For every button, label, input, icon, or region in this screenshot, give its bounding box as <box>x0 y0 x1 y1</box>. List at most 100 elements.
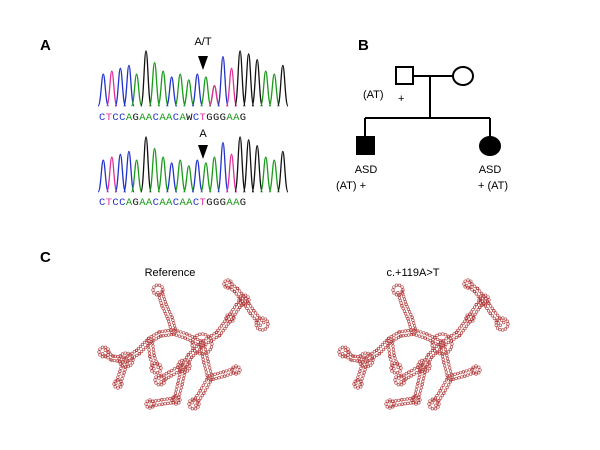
nucleotide <box>135 353 139 358</box>
nucleotide <box>198 339 202 343</box>
nucleotide <box>411 318 415 322</box>
loop-nucleotide <box>187 361 191 365</box>
father-genotype: (AT) <box>363 89 384 101</box>
nucleotide <box>132 350 136 354</box>
loop-nucleotide <box>261 328 265 332</box>
nucleotide <box>136 346 141 351</box>
nucleotide <box>179 330 183 334</box>
loop-nucleotide <box>340 345 345 349</box>
loop-nucleotide <box>416 362 420 367</box>
nucleotide <box>366 359 370 363</box>
loop-nucleotide <box>126 365 130 369</box>
nucleotide <box>160 402 164 406</box>
loop-nucleotide <box>414 402 418 406</box>
sequence-base: G <box>206 197 213 209</box>
sequence-base: G <box>220 112 227 124</box>
trace-peak <box>191 159 204 193</box>
loop-nucleotide <box>238 301 242 305</box>
loop-nucleotide <box>437 402 441 406</box>
loop-nucleotide <box>505 325 509 329</box>
loop-nucleotide <box>177 368 182 372</box>
loop-nucleotide <box>469 285 473 289</box>
loop-nucleotide <box>185 369 190 373</box>
trace-peak <box>157 70 169 107</box>
nucleotide <box>421 379 425 384</box>
nucleotide <box>442 360 446 365</box>
nucleotide <box>194 344 199 349</box>
nucleotide <box>383 345 388 350</box>
nucleotide <box>203 380 207 385</box>
loop-nucleotide <box>394 381 398 385</box>
nucleotide <box>186 337 190 341</box>
nucleotide <box>185 332 189 336</box>
trace-peak <box>191 73 204 107</box>
loop-nucleotide <box>177 360 182 364</box>
nucleotide <box>206 340 211 345</box>
nucleotide <box>177 375 181 380</box>
nucleotide <box>250 306 254 310</box>
nucleotide <box>492 316 496 320</box>
loop-nucleotide <box>359 385 363 389</box>
trace-peak <box>165 76 178 107</box>
nucleotide <box>226 373 230 377</box>
trace-peak <box>148 147 161 193</box>
loop-nucleotide <box>360 364 365 368</box>
nucleotide <box>473 290 477 294</box>
nucleotide <box>360 377 364 381</box>
nucleotide <box>262 320 266 325</box>
loop-nucleotide <box>366 365 370 369</box>
nucleotide <box>123 368 127 372</box>
nucleotide <box>167 333 171 337</box>
nucleotide <box>196 337 200 341</box>
nucleotide <box>418 389 423 393</box>
nucleotide <box>441 338 446 343</box>
trace-peak <box>200 76 212 107</box>
sequence-base: T <box>200 197 207 209</box>
sequence-base: G <box>206 112 213 124</box>
loop-nucleotide <box>210 342 214 346</box>
loop-nucleotide <box>195 333 199 337</box>
nucleotide <box>146 341 150 346</box>
nucleotide <box>387 351 392 355</box>
loop-nucleotide <box>174 394 178 398</box>
loop-nucleotide <box>392 361 397 365</box>
loop-nucleotide <box>433 407 438 411</box>
sequence-bottom: CTCCAGAACAACAACTGGGAAG <box>99 197 246 209</box>
nucleotide <box>392 333 396 337</box>
loop-nucleotide <box>433 397 438 401</box>
nucleotide <box>461 321 465 326</box>
nucleotide <box>428 350 433 355</box>
loop-nucleotide <box>495 318 500 322</box>
loop-nucleotide <box>448 336 452 340</box>
sequence-base: A <box>146 197 153 209</box>
trace-peak <box>165 162 178 193</box>
loop-nucleotide <box>417 395 421 399</box>
nucleotide <box>254 311 258 315</box>
nucleotide <box>176 329 180 333</box>
nucleotide <box>442 341 446 346</box>
loop-nucleotide <box>152 402 156 406</box>
loop-nucleotide <box>465 319 469 323</box>
loop-nucleotide <box>478 301 482 305</box>
nucleotide <box>404 333 408 337</box>
nucleotide <box>396 365 400 369</box>
nucleotide <box>175 385 179 389</box>
loop-nucleotide <box>486 301 490 305</box>
nucleotide <box>438 345 443 350</box>
nucleotide <box>386 336 391 341</box>
nucleotide <box>121 374 125 378</box>
loop-nucleotide <box>208 348 212 352</box>
nucleotide <box>162 297 167 301</box>
loop-nucleotide <box>346 353 350 357</box>
nucleotide <box>126 359 130 363</box>
loop-nucleotide <box>441 332 445 336</box>
loop-nucleotide <box>255 318 260 322</box>
loop-nucleotide <box>107 350 111 354</box>
loop-nucleotide <box>232 316 236 320</box>
nucleotide <box>463 374 467 378</box>
nucleotide <box>458 326 462 330</box>
loop-nucleotide <box>177 395 181 399</box>
sequence-base: C <box>153 112 160 124</box>
nucleotide <box>391 347 395 351</box>
trace-peak <box>123 64 135 107</box>
